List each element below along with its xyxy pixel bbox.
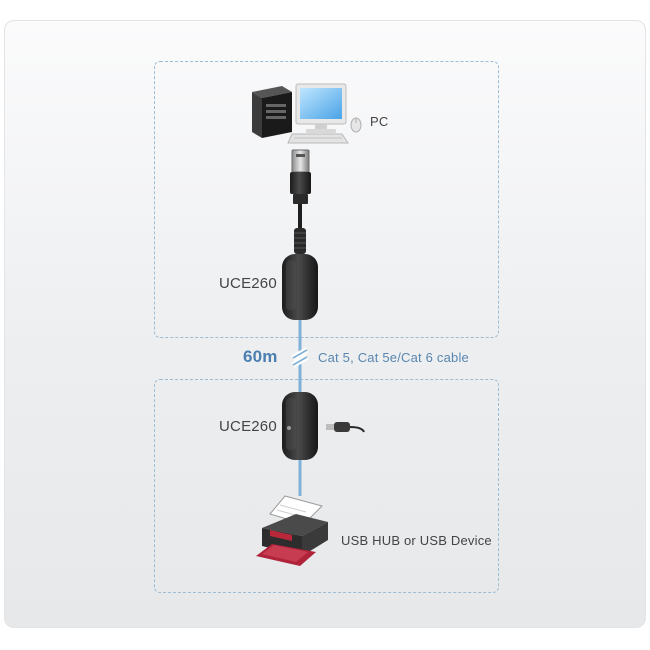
keyboard-icon <box>287 133 349 144</box>
pc-tower-icon <box>252 86 292 138</box>
cable-break-icon <box>291 347 309 368</box>
uce260-local-unit <box>282 254 318 320</box>
power-plug-icon <box>326 422 365 433</box>
usb-plug-icon <box>290 149 311 204</box>
pc-label: PC <box>370 114 389 129</box>
distance-label: 60m <box>243 347 278 366</box>
local-zone <box>154 61 499 338</box>
mouse-icon <box>350 117 362 133</box>
uce260-remote-unit <box>282 392 318 460</box>
monitor-icon <box>295 83 347 133</box>
cable-type-label: Cat 5, Cat 5e/Cat 6 cable <box>318 350 469 365</box>
remote-zone <box>154 379 499 593</box>
usb-cable <box>294 204 306 254</box>
printer-icon <box>256 495 328 566</box>
uce260-local-label: UCE260 <box>219 275 277 292</box>
usb-device-label: USB HUB or USB Device <box>341 533 492 548</box>
uce260-remote-label: UCE260 <box>219 418 277 435</box>
